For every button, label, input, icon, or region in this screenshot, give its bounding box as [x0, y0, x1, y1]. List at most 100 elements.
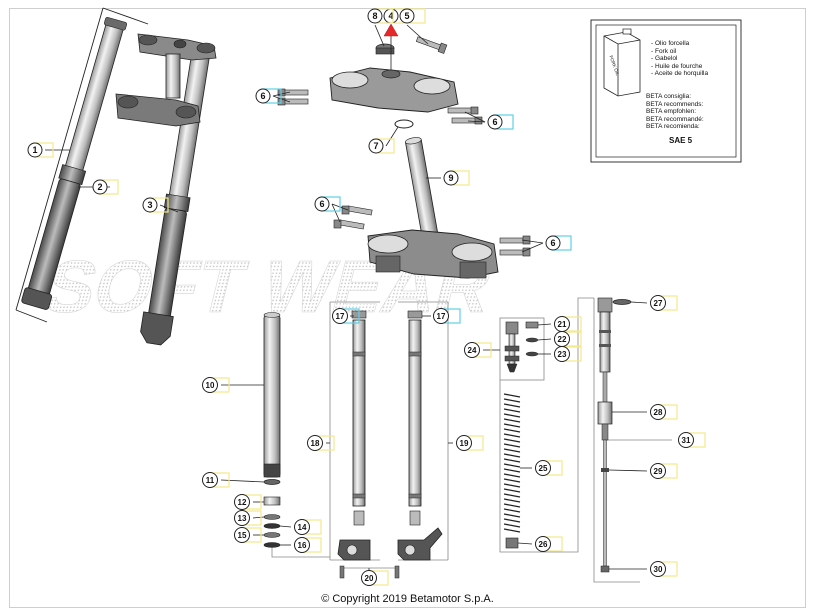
- spring-coils: [503, 393, 521, 533]
- inner-tube-19: [394, 310, 443, 579]
- callout-c9: 9: [443, 170, 470, 186]
- callout-c17a: 17: [332, 308, 360, 324]
- spring-coil: [503, 403, 521, 408]
- callout-c28: 28: [650, 404, 678, 420]
- callout-circle: [678, 432, 694, 448]
- beta-line-de: BETA empfohlen:: [646, 108, 697, 116]
- clamp-bore: [173, 39, 187, 49]
- callout-label: 13: [238, 514, 247, 523]
- callout-c11: 11: [202, 472, 230, 488]
- callout-circle: [142, 197, 158, 213]
- outer-tube-band: [263, 463, 281, 478]
- clamp-bore-left: [367, 234, 409, 254]
- valve-tip: [506, 363, 518, 373]
- callout-label: 18: [311, 439, 320, 448]
- callout-label: 1: [32, 145, 37, 155]
- spring-coil: [503, 513, 521, 518]
- group-outline: [102, 7, 149, 25]
- callout-c1: 1: [27, 142, 54, 158]
- spring-coil: [503, 463, 521, 468]
- callout-circle: [650, 295, 666, 311]
- callout-circle: [456, 435, 472, 451]
- steering-stem: [165, 53, 181, 99]
- spring-25: [503, 393, 521, 549]
- outer-tube-top: [263, 312, 281, 318]
- spring-coil: [503, 398, 521, 403]
- callout-c2: 2: [92, 179, 119, 195]
- callout-circle: [545, 235, 561, 251]
- part-21: [525, 321, 539, 329]
- cartridge-lower: [601, 423, 609, 441]
- callout-c6a: 6: [255, 88, 282, 104]
- callout-label: 6: [260, 91, 265, 101]
- spring-base-26: [505, 537, 519, 549]
- spring-coil: [503, 528, 521, 533]
- callout-circle: [433, 308, 449, 324]
- callout-c24: 24: [464, 342, 492, 358]
- callout-c17b: 17: [433, 308, 461, 324]
- part-22: [525, 337, 539, 343]
- callout-c29: 29: [650, 463, 678, 479]
- beta-line-en: BETA recommends:: [646, 100, 704, 108]
- callout-circle: [554, 346, 570, 362]
- o-ring-7: [394, 119, 414, 129]
- ring-15: [263, 532, 281, 538]
- callout-label: 9: [448, 173, 453, 183]
- callout-label: 6: [550, 238, 555, 248]
- inner-tube: [352, 319, 366, 507]
- oil-line-de: - Gabelol: [651, 55, 678, 63]
- stem-nut: [381, 69, 401, 79]
- bracket-18-lower: [271, 548, 330, 558]
- inner-tube-18: [337, 310, 371, 579]
- cartridge-rod-long: [603, 439, 607, 567]
- beta-line-es: BETA recomienda:: [646, 123, 700, 131]
- callout-label: 19: [460, 439, 469, 448]
- cartridge-band: [599, 330, 611, 333]
- spring-coil: [503, 423, 521, 428]
- callout-c16: 16: [294, 537, 322, 553]
- callout-circle: [294, 537, 310, 553]
- stem-top: [405, 137, 422, 145]
- clamp-bore: [175, 105, 197, 119]
- callout-circle: [535, 536, 551, 552]
- spring-coil: [503, 518, 521, 523]
- callout-circle: [361, 570, 377, 586]
- callout-circle: [255, 88, 271, 104]
- callout-label: 28: [654, 408, 663, 417]
- triple-clamp-assembly-small: [115, 33, 217, 127]
- callout-c30: 30: [650, 561, 678, 577]
- outer-tube: [263, 314, 281, 478]
- clamp-bore-right: [451, 242, 493, 262]
- callout-label: 20: [365, 574, 374, 583]
- bracket-24: [499, 317, 545, 381]
- callout-c26: 26: [535, 536, 563, 552]
- callout-label: 3: [147, 200, 152, 210]
- callout-c6c: 6: [314, 196, 341, 212]
- spring-coil: [503, 458, 521, 463]
- callout-label: 29: [654, 467, 663, 476]
- cartridge-band: [599, 344, 611, 347]
- tube-cap-17: [407, 310, 423, 319]
- callout-label: 6: [319, 199, 324, 209]
- callout-label: 16: [298, 541, 307, 550]
- axle-bore: [346, 544, 358, 556]
- clamp-bolts-right: [447, 106, 483, 125]
- axle-bore: [404, 544, 416, 556]
- inner-tube: [408, 319, 422, 507]
- beta-line-it: BETA consiglia:: [646, 93, 692, 100]
- callout-label: 23: [558, 350, 567, 359]
- pin-20: [339, 565, 345, 579]
- callout-circle: [650, 404, 666, 420]
- callout-circle: [92, 179, 108, 195]
- callout-label: 11: [206, 476, 215, 485]
- callout-circle: [202, 377, 218, 393]
- lower-clamp-face: [375, 255, 401, 273]
- valve-shim: [504, 345, 520, 352]
- callout-c15: 15: [234, 527, 262, 543]
- cartridge-head: [597, 297, 613, 313]
- clamp-bore: [117, 95, 139, 109]
- spring-coil: [503, 488, 521, 493]
- callout-label: 5: [404, 11, 409, 21]
- group-outline: [15, 7, 104, 311]
